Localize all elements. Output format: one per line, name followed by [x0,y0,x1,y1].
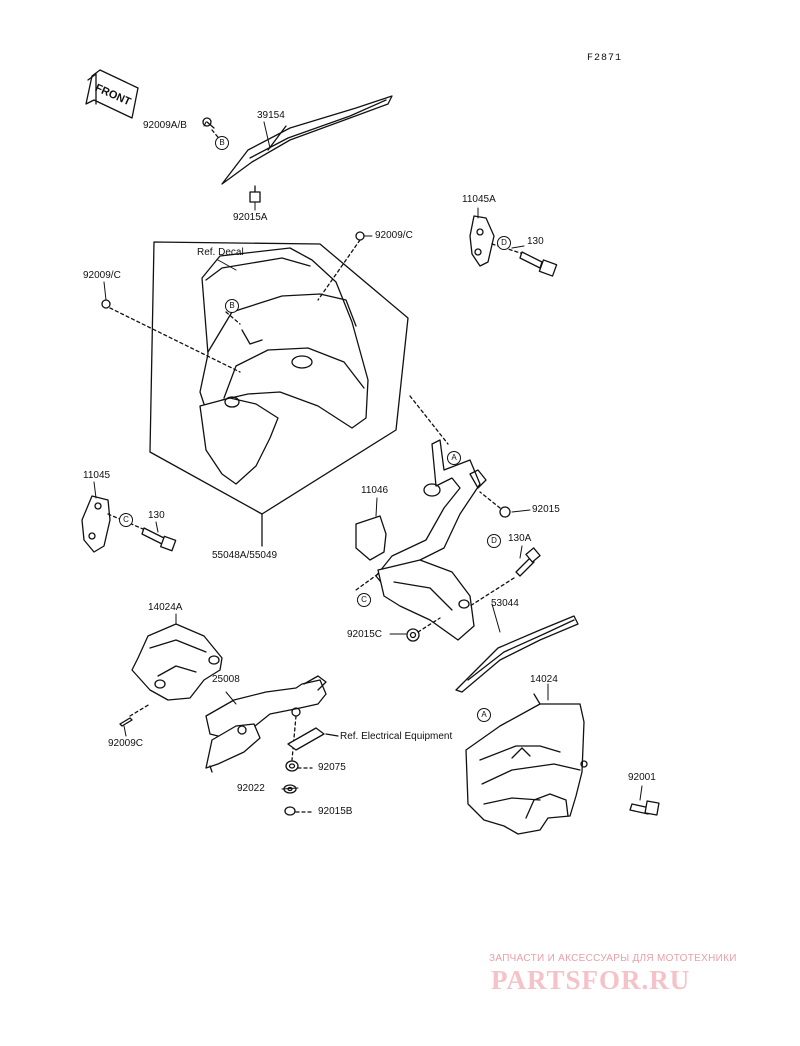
callout-11045a: 11045A [462,194,496,205]
bolt-92001-part [629,800,660,816]
callout-92001: 92001 [628,772,656,783]
callout-25008: 25008 [212,674,240,685]
callout-92015b: 92015B [318,806,353,817]
grommet-92075-part [285,760,313,772]
callout-130-left: 130 [148,510,165,521]
marker-a-cover: A [477,708,491,722]
callout-92015c: 92015C [347,629,383,640]
marker-b-cowl: B [225,299,239,313]
screw-92009c-bot-part [119,703,151,727]
screw-92009c-top-part [317,231,365,301]
callout-92009c-bot: 92009C [108,738,144,749]
callout-14024a: 14024A [148,602,183,613]
marker-d-bracket: D [487,534,501,548]
windshield-trim-part [221,95,393,185]
front-arrow-icon [85,69,139,119]
callout-53044: 53044 [491,598,519,609]
callout-92075: 92075 [318,762,346,773]
figure-code: F2871 [587,53,623,64]
watermark-tagline: ЗАПЧАСТИ И АКСЕССУАРЫ ДЛЯ МОТОТЕХНИКИ [489,953,737,964]
marker-c-left: C [119,513,133,527]
cover-14024-part [465,693,588,835]
stay-11045a-part [469,215,495,267]
stay-11045-part [81,495,111,553]
ref-electrical-label: Ref. Electrical Equipment [340,731,453,742]
callout-11046: 11046 [361,485,389,496]
bracket-11046-part [355,439,487,641]
marker-b-top: B [215,136,229,150]
electrical-ref-part [287,727,339,751]
callout-55048: 55048A/55049 [212,550,278,561]
callout-92009c-left: 92009/C [83,270,121,281]
callout-130a: 130A [508,533,532,544]
watermark-logo: PARTSFOR.RU [491,965,691,995]
marker-d-top: D [497,236,511,250]
bracket-25008-part [205,675,327,773]
callout-39154: 39154 [257,110,285,121]
nut-92015c-part [406,617,441,642]
marker-a-bracket: A [447,451,461,465]
nut-92015b-part [284,806,313,816]
bolt-130-top-part [491,243,558,277]
callout-92015: 92015 [532,504,560,515]
callout-92009ab: 92009A/B [143,120,187,131]
strip-53044-part [455,615,579,693]
callout-92022: 92022 [237,783,265,794]
leader-lines [93,121,643,801]
bolt-130-left-part [107,513,177,552]
callout-11045: 11045 [83,470,111,481]
ref-decal-label: Ref. Decal [197,247,244,258]
clip-92015a-part [249,185,261,203]
callout-130-top: 130 [527,236,544,247]
callout-92015a: 92015A [233,212,268,223]
nut-92015-part [479,491,511,518]
bolt-130a-part [469,547,541,607]
cover-14024a-part [131,623,223,701]
marker-c-bracket: C [357,593,371,607]
upper-cowl-part [149,241,409,547]
callout-92009c-top: 92009/C [375,230,413,241]
callout-14024: 14024 [530,674,558,685]
